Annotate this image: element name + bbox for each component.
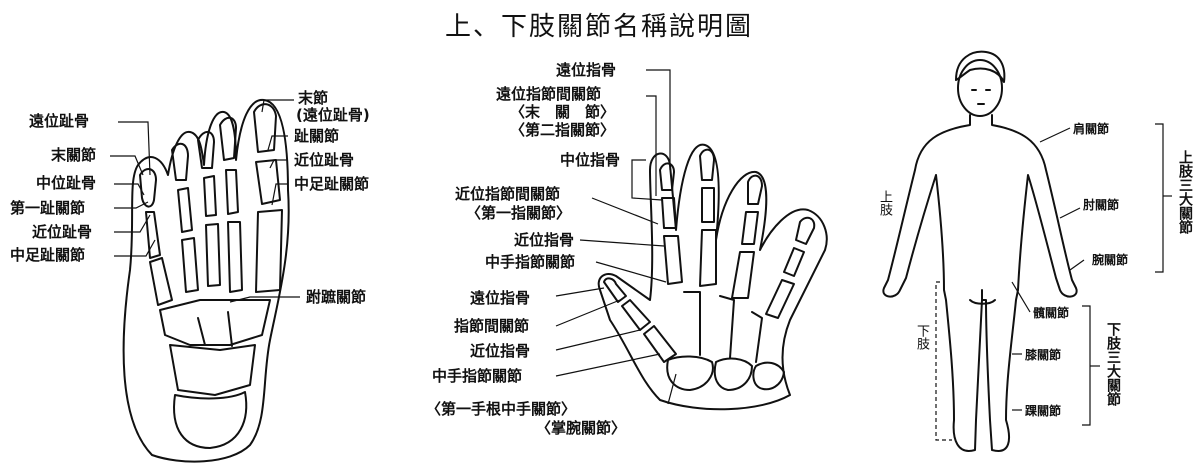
page-title: 上、下肢關節名稱說明圖: [444, 12, 753, 42]
label-thumb-proximal-phalanx: 近位指骨: [470, 342, 531, 360]
label-first-toe-joint: 第一趾關節: [10, 199, 86, 217]
label-lower-limb-three-joints: 下肢三大關節: [1105, 322, 1121, 406]
label-carpometacarpal-joint-note: 〈掌腕關節〉: [536, 419, 627, 437]
label-hand-proximal-phalanx: 近位指骨: [514, 231, 575, 249]
label-hand-distal-phalanx: 遠位指骨: [556, 61, 617, 79]
label-toe-joint: 趾關節: [294, 127, 340, 145]
label-lower-limb: 下肢: [914, 324, 929, 350]
label-ankle-joint: 踝關節: [1025, 404, 1062, 418]
label-distal-joint: 末關節: [51, 146, 97, 164]
label-upper-limb-three-joints: 上肢三大關節: [1177, 150, 1193, 234]
label-middle-phalanx: 中位趾骨: [36, 174, 97, 192]
label-wrist-joint: 腕關節: [1092, 253, 1129, 267]
label-proximal-phalanx-right: 近位趾骨: [294, 151, 355, 169]
label-metatarsophalangeal-joint: 中足趾關節: [10, 246, 86, 264]
label-end-segment-note: (遠位趾骨): [296, 106, 370, 124]
label-first-carpometacarpal-joint: 〈第一手根中手關節〉: [426, 400, 577, 418]
label-upper-limb: 上肢: [877, 190, 892, 216]
label-metacarpophalangeal-joint: 中手指節關節: [485, 253, 576, 271]
label-tarsometatarsal-joint: 跗蹠關節: [306, 288, 367, 306]
label-proximal-interphalangeal-joint: 近位指節間關節: [455, 185, 561, 203]
label-distal-phalanx: 遠位趾骨: [29, 112, 90, 130]
label-thumb-distal-phalanx: 遠位指骨: [470, 289, 531, 307]
label-thumb-metacarpophalangeal-joint: 中手指節關節: [432, 367, 523, 385]
label-metatarsophalangeal-joint-right: 中足趾關節: [294, 175, 370, 193]
label-shoulder-joint: 肩關節: [1073, 122, 1110, 136]
label-hand-middle-phalanx: 中位指骨: [560, 151, 621, 169]
label-knee-joint: 膝關節: [1025, 348, 1062, 362]
label-proximal-phalanx: 近位趾骨: [32, 223, 93, 241]
label-elbow-joint: 肘關節: [1083, 198, 1120, 212]
label-end-joint-note: 〈末 關 節〉: [510, 103, 616, 121]
label-second-finger-joint-note: 〈第二指關節〉: [510, 121, 616, 139]
label-thumb-interphalangeal-joint: 指節間關節: [454, 317, 530, 335]
label-end-segment: 末節: [298, 89, 329, 107]
label-hip-joint: 髖關節: [1033, 306, 1070, 320]
label-first-finger-joint-note: 〈第一指關節〉: [466, 204, 572, 222]
label-distal-interphalangeal-joint: 遠位指節間關節: [496, 85, 602, 103]
